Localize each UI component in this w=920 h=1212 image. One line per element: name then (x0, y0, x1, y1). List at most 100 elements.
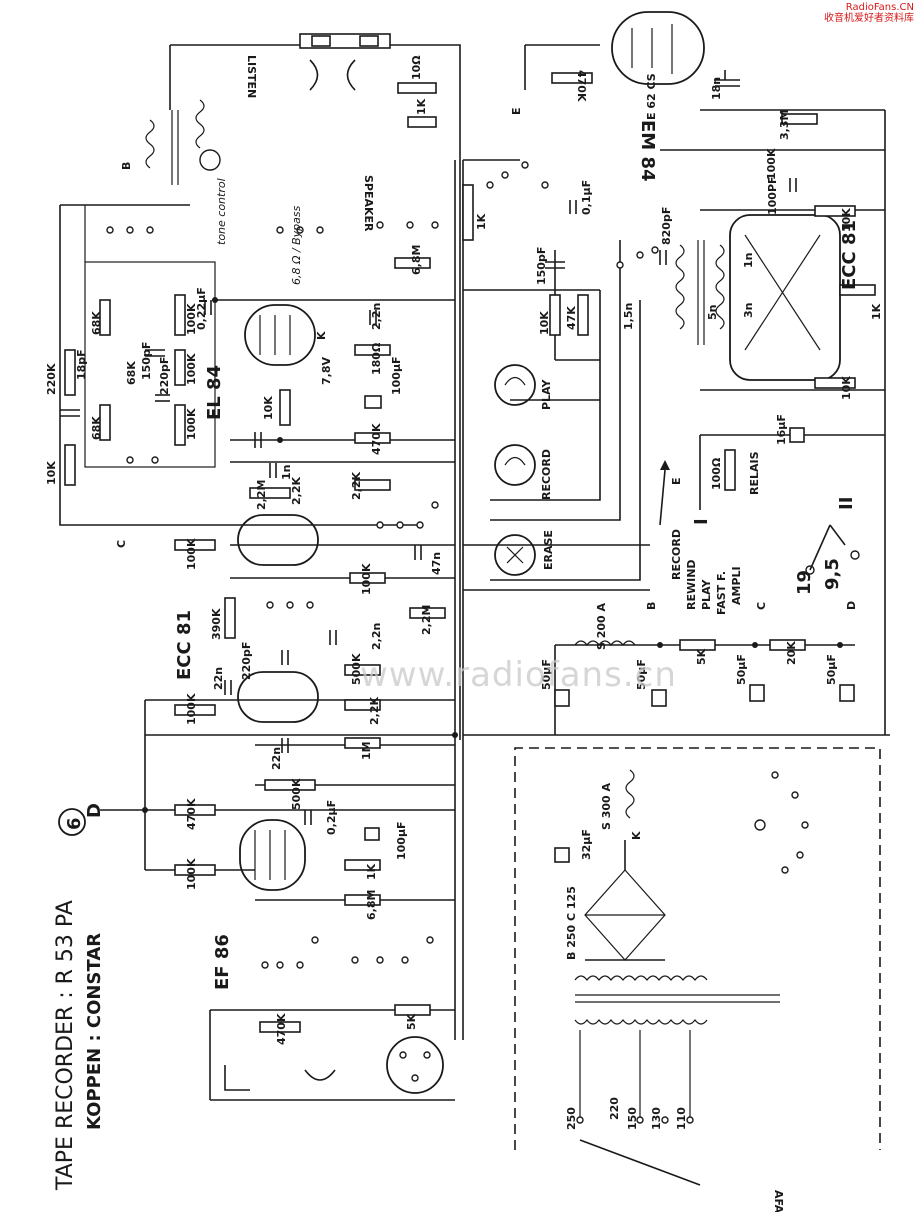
label-mode-ampli: AMPLI (730, 566, 743, 605)
val-r-68k-a: 68K (90, 311, 103, 335)
val-r-500k: 500K (290, 778, 303, 810)
val-r-470k-in: 470K (275, 1013, 288, 1045)
val-c-5n: 5n (706, 305, 719, 321)
label-ecc81-mid: ECC 81 (174, 610, 195, 680)
val-tap-150: 150 (626, 1107, 639, 1130)
val-c-50uf-a: 50μF (540, 659, 553, 690)
tube-em84 (611, 11, 705, 85)
title-circled: 6 (64, 817, 85, 830)
val-c-820pf: 820pF (660, 207, 673, 245)
val-r-500k-vol: 500K (350, 653, 363, 685)
label-node-b: B (645, 602, 658, 610)
val-tap-220: 220 (608, 1097, 621, 1120)
val-c-50uf-b: 50μF (635, 659, 648, 690)
label-play: PLAY (540, 378, 553, 410)
label-em84: EM 84 (637, 120, 658, 182)
label-node-d: D (845, 601, 858, 610)
val-c-100uf-ef: 100μF (395, 821, 408, 860)
val-tap-130: 130 (650, 1107, 663, 1130)
val-r-68m-ef: 6,8M (365, 890, 378, 920)
val-r-22k-ecc: 2,2K (368, 697, 381, 725)
val-r-5k: 5K (695, 648, 708, 665)
val-c-15n: 1,5n (622, 303, 635, 330)
speaker-connector (299, 33, 391, 91)
output-transformer (145, 99, 221, 185)
tube-el84 (244, 304, 316, 366)
val-r-68k-b: 68K (90, 416, 103, 440)
label-e: E (510, 107, 523, 115)
label-mains-tr: AFASS 100C (772, 1190, 785, 1212)
label-k: K (315, 331, 328, 340)
mic-jack (224, 1065, 336, 1091)
val-r-470k-em: 470K (575, 70, 588, 102)
val-c-50uf-c: 50μF (735, 654, 748, 685)
val-r-100k-b: 100K (185, 353, 198, 385)
val-c-3n: 3n (742, 303, 755, 319)
val-r-100k-g: 100K (185, 538, 198, 570)
mode-switch (659, 460, 670, 526)
handwritten-note-a: tone control (215, 178, 228, 245)
val-r-10: 10Ω (410, 55, 423, 80)
val-c-47n: 47n (430, 552, 443, 575)
val-r-10k-eq: 10K (538, 311, 551, 335)
head-erase (494, 534, 536, 576)
label-speaker: SPEAKER (362, 175, 375, 232)
val-r-22m: 2,2M (420, 605, 433, 635)
label-node-b-top: B (120, 162, 133, 170)
label-roman-2: II (836, 497, 857, 510)
val-c-1n: 1n (280, 465, 293, 481)
val-r-470k-ef: 470K (185, 798, 198, 830)
val-r-1k-ef: 1K (365, 863, 378, 880)
val-c-22: 2,2n (370, 623, 383, 650)
val-c-22n: 2,2n (370, 303, 383, 330)
tube-ecc81-mid-a (237, 514, 319, 566)
val-c-02uf: 0,2μF (325, 800, 338, 835)
val-r-1m: 1M (360, 741, 373, 760)
val-c-1n-osc: 1n (742, 253, 755, 269)
val-r-1k-v: 1K (475, 213, 488, 230)
val-r-68m: 6,8M (410, 245, 423, 275)
val-r-10k-ecc: 10K (840, 208, 853, 232)
val-c-18pf: 18pF (75, 349, 88, 380)
val-r-470k-g: 470K (370, 423, 383, 455)
title-circle (58, 808, 86, 836)
val-r-100k-em: 100K (765, 148, 778, 180)
label-mode-fast: FAST F. (715, 571, 728, 615)
handwritten-note-b: 6,8 Ω / Bypass (290, 205, 303, 285)
val-c-220pf-b: 220pF (240, 642, 253, 680)
label-choke-main: S 300 A (600, 782, 613, 830)
speed-switch (805, 524, 860, 575)
input-socket (386, 1036, 444, 1094)
val-r-47k: 47K (565, 306, 578, 330)
site-watermark: www.radiofans.cn (360, 655, 677, 695)
val-r-390k: 390K (210, 608, 223, 640)
tube-ecc81-mid-b (237, 671, 319, 723)
head-play (494, 364, 536, 406)
resistors (64, 72, 876, 1033)
val-r-180: 180Ω (370, 342, 383, 375)
val-r-33m: 3,3M (778, 110, 791, 140)
head-record (494, 444, 536, 486)
val-r-100k-ecc: 100K (185, 693, 198, 725)
val-c-022: 0,22μF (195, 287, 208, 330)
label-ef86: EF 86 (212, 934, 233, 990)
label-node-d-left: D (84, 803, 105, 818)
watermark: RadioFans.CN 收音机爱好者资料库 (824, 2, 914, 24)
oscillator-coil (675, 240, 725, 345)
val-r-22k: 2,2K (350, 472, 363, 500)
val-c-150pf: 150pF (535, 247, 548, 285)
label-mode-rewind: REWIND (685, 559, 698, 610)
label-choke-b: S 200 A (595, 602, 608, 650)
label-cap-32: 32μF (580, 829, 593, 860)
title-maker: KOPPEN : CONSTAR (84, 933, 105, 1130)
val-c-22n-b: 22n (212, 667, 225, 690)
label-k-ps: K (630, 831, 643, 840)
val-c-18n: 18n (710, 77, 723, 100)
val-c-100uf: 100μF (390, 356, 403, 395)
mains-transformer (574, 975, 780, 1120)
val-r-100ohm: 100Ω (710, 457, 723, 490)
val-r-100k-cc: 100K (360, 563, 373, 595)
component-values: 10Ω 1K 470K 3,3M 100K 18n 100PF 10K 1K 1… (45, 55, 883, 1130)
label-record: RECORD (540, 449, 553, 500)
watermark-site: RadioFans.CN (845, 2, 914, 13)
